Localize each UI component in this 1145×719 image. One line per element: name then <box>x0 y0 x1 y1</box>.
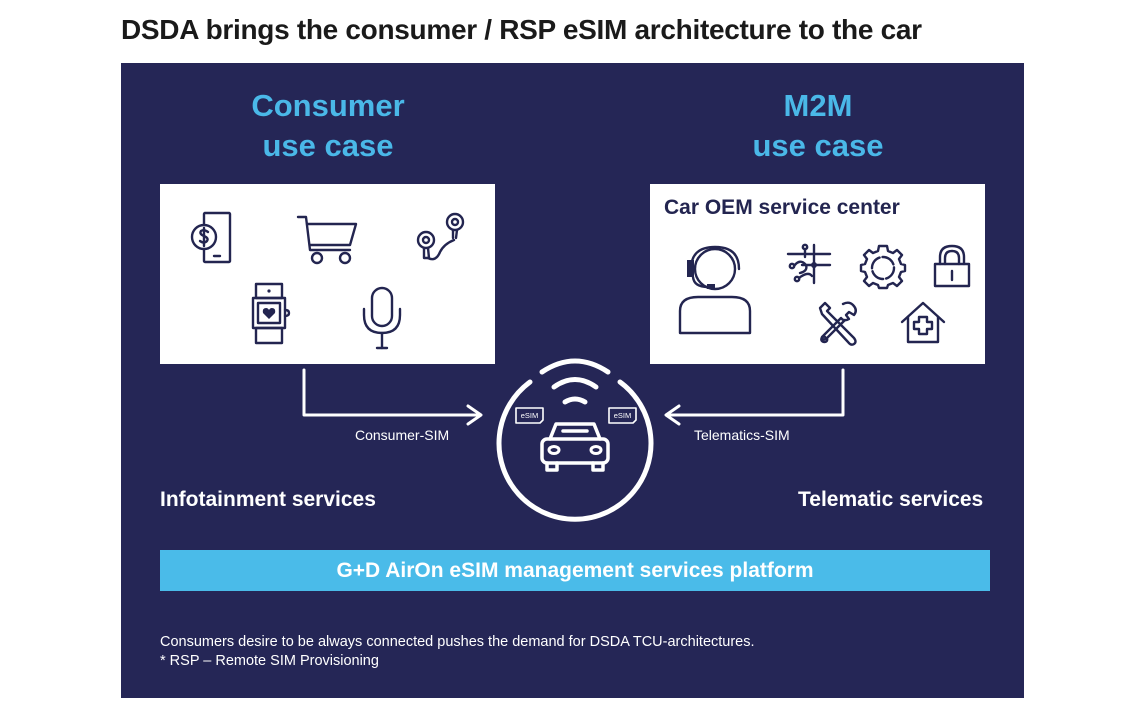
telematic-services-label: Telematic services <box>798 488 984 511</box>
consumer-use-case-heading: Consumer use case <box>158 86 498 166</box>
consumer-arrowhead-icon <box>466 404 483 426</box>
consumer-heading-line2: use case <box>262 128 394 163</box>
consumer-sim-label: Consumer-SIM <box>355 427 450 443</box>
earphones-icon <box>416 212 465 261</box>
car-icon <box>540 422 610 472</box>
m2m-heading-line1: M2M <box>783 88 853 123</box>
footnote-line1: Consumers desire to be always connected … <box>160 634 755 650</box>
wifi-signal-icon <box>539 358 611 405</box>
m2m-use-case-heading: M2M use case <box>648 86 988 166</box>
padlock-icon <box>933 244 971 288</box>
consumer-heading-line1: Consumer <box>251 88 405 123</box>
headset-agent-icon <box>678 245 752 335</box>
m2m-arrow <box>665 368 845 417</box>
telematics-sim-label: Telematics-SIM <box>694 427 790 443</box>
m2m-arrowhead-icon <box>664 404 681 426</box>
page-title: DSDA brings the consumer / RSP eSIM arch… <box>121 14 922 45</box>
oem-service-center-title: Car OEM service center <box>664 196 900 219</box>
platform-bar: G+D AirOn eSIM management services platf… <box>160 550 990 591</box>
mobile-payment-icon <box>190 211 232 264</box>
gear-icon <box>859 244 907 290</box>
esim-chip-icon <box>608 407 637 424</box>
circuit-icon <box>786 243 832 285</box>
infotainment-services-label: Infotainment services <box>160 488 376 511</box>
hub-circle <box>496 379 654 522</box>
car-hub: eSIM eSIM <box>496 358 654 522</box>
consumer-arrow <box>302 368 482 417</box>
tools-icon <box>818 301 857 346</box>
m2m-heading-line2: use case <box>752 128 884 163</box>
smartwatch-heart-icon <box>251 282 291 345</box>
esim-chip-icon <box>515 407 544 424</box>
microphone-icon <box>362 286 402 350</box>
house-medical-icon <box>900 301 946 344</box>
esim-right-label: eSIM <box>614 411 632 420</box>
footnote-line2: * RSP – Remote SIM Provisioning <box>160 653 379 669</box>
esim-left-label: eSIM <box>521 411 539 420</box>
shopping-cart-icon <box>296 215 358 265</box>
